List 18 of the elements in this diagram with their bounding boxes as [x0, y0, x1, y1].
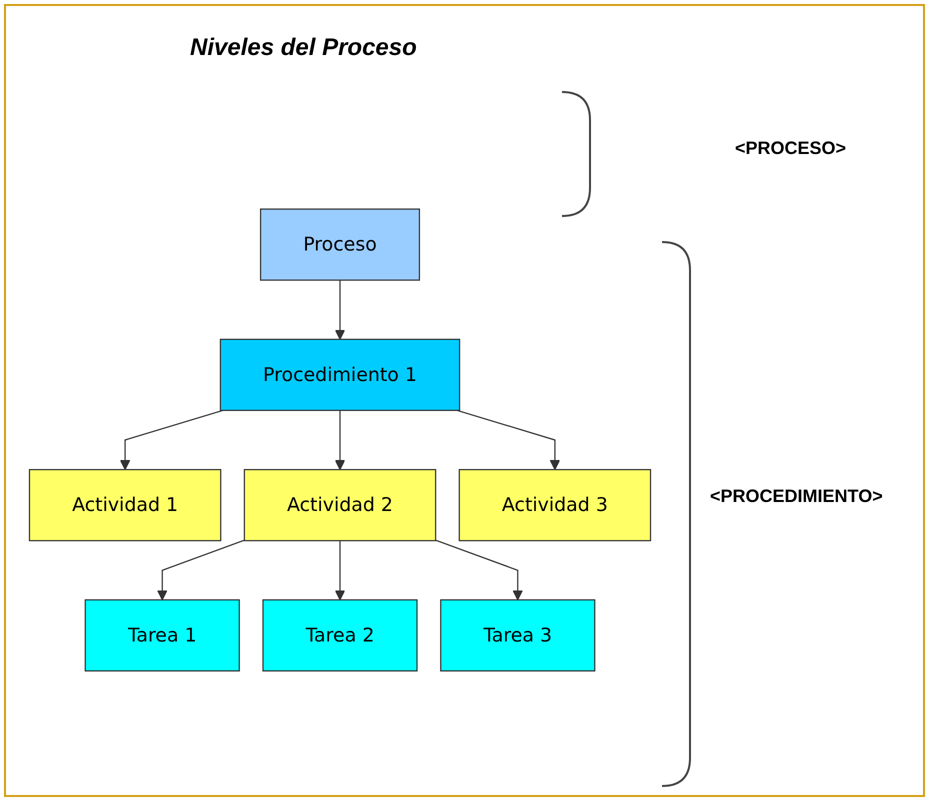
- node-box: Procedimiento 1: [220, 338, 460, 411]
- arrow: [435, 540, 523, 600]
- arrow: [334, 410, 346, 470]
- node-box: Proceso: [260, 208, 420, 281]
- node-box: Tarea 2: [262, 599, 418, 672]
- node-box: Actividad 1: [28, 469, 222, 542]
- node-box: Tarea 3: [440, 599, 596, 672]
- node-box: Actividad 3: [458, 469, 652, 542]
- arrow: [120, 410, 223, 470]
- arrow: [334, 540, 346, 600]
- node-box: Tarea 1: [84, 599, 240, 672]
- arrow: [334, 280, 346, 340]
- diagram-title: Niveles del Proceso: [190, 34, 417, 62]
- node-box: Actividad 2: [244, 469, 436, 542]
- arrow: [157, 540, 245, 600]
- level-label: <PROCESO>: [735, 138, 846, 159]
- level-label: <PROCEDIMIENTO>: [710, 486, 883, 507]
- arrow: [457, 410, 560, 470]
